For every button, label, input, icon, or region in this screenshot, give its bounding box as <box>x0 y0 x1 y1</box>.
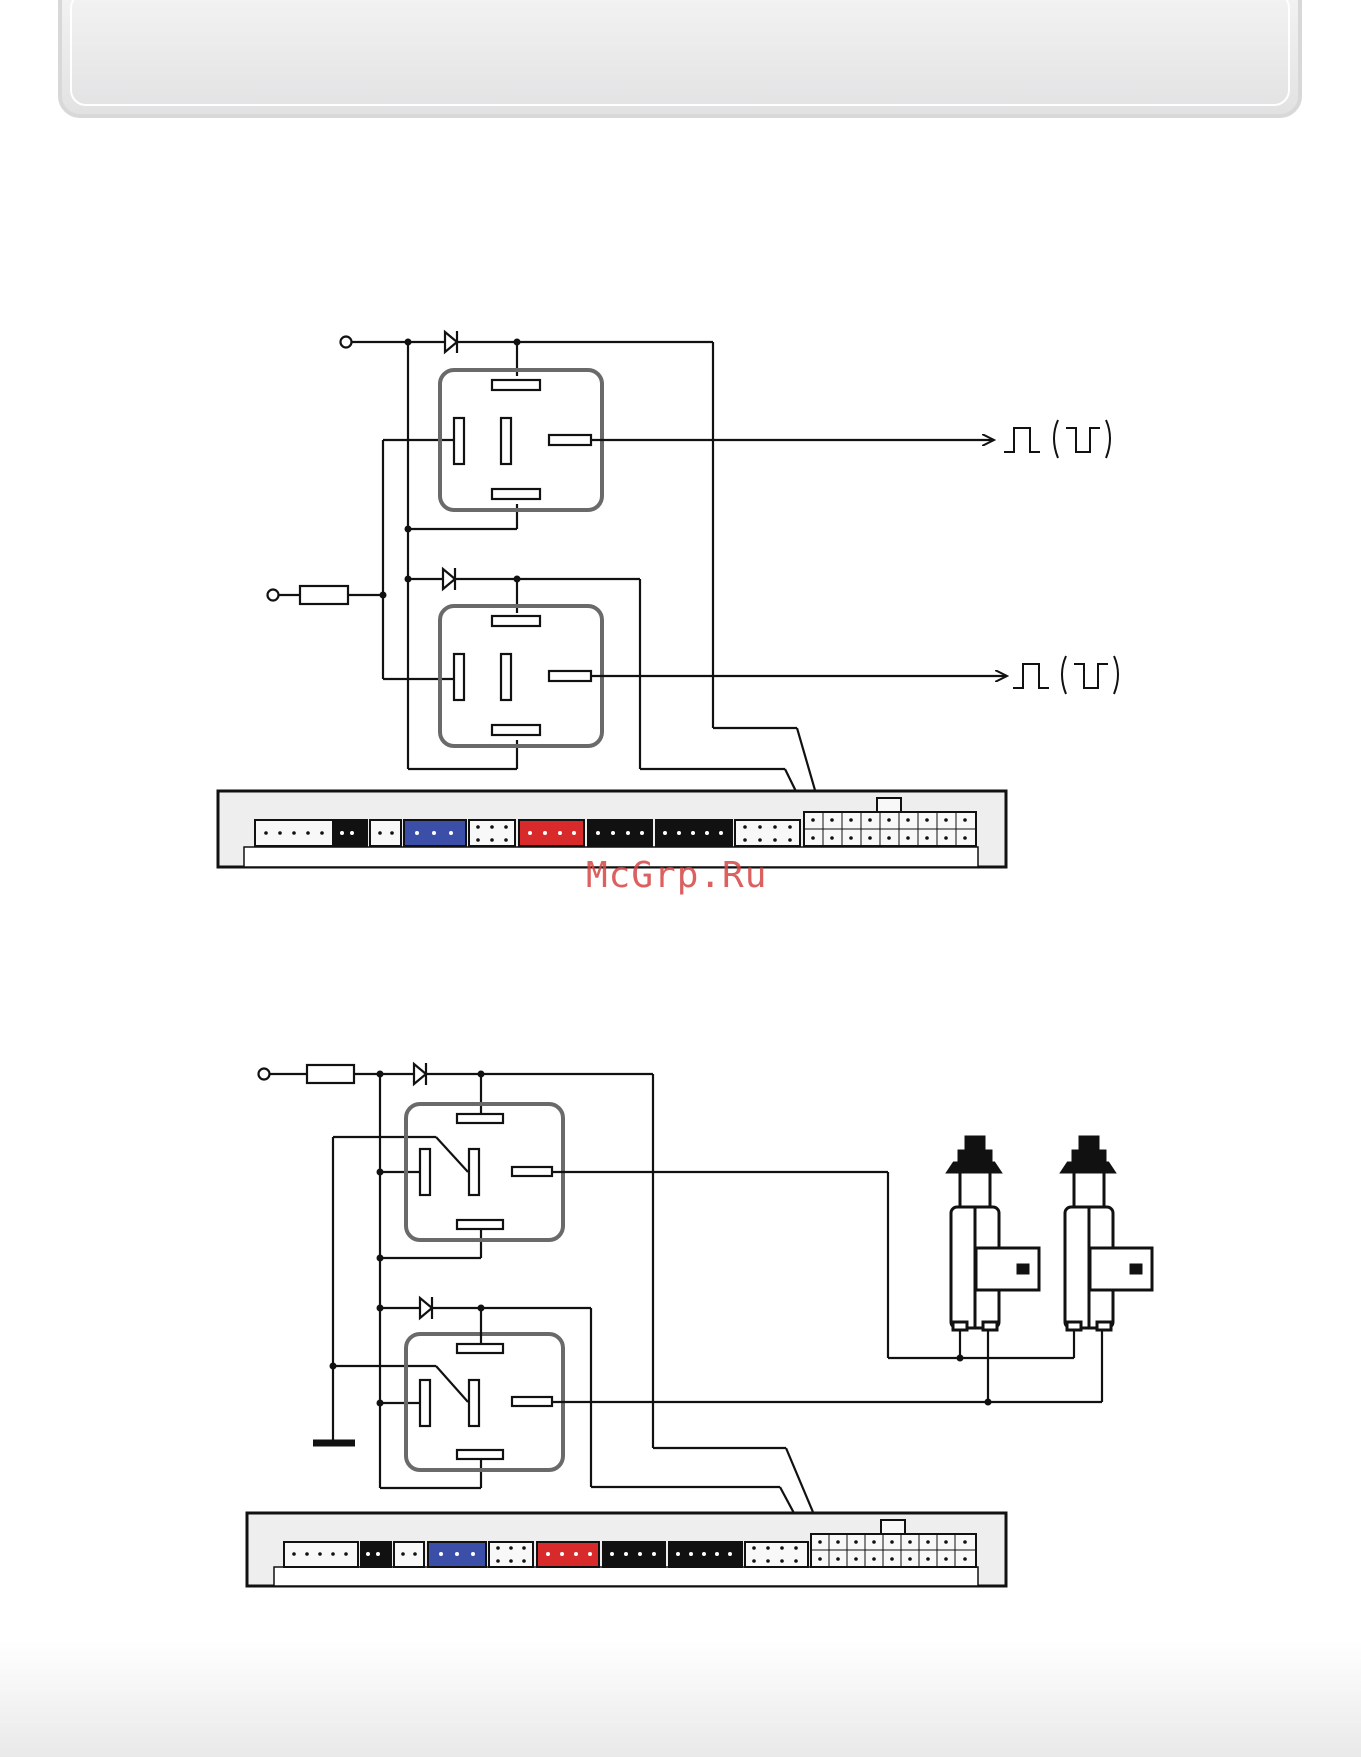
fuse-icon <box>300 586 348 604</box>
top-diagram <box>268 331 1119 842</box>
diode-icon <box>420 1297 432 1319</box>
positive-pulse-icon <box>1004 428 1040 452</box>
fuse-icon <box>307 1065 354 1083</box>
diode-icon <box>414 1063 426 1085</box>
watermark: McGrp.Ru <box>586 855 767 896</box>
door-lock-actuator-icon <box>1062 1137 1152 1330</box>
relay-3-icon <box>406 1104 563 1240</box>
control-unit-connector-bottom <box>247 1513 1006 1586</box>
supply-terminal-icon <box>259 1069 270 1080</box>
supply-terminal-icon <box>268 590 279 601</box>
diode-icon <box>445 331 457 353</box>
relay-1-icon <box>440 370 602 510</box>
negative-pulse-icon <box>1062 656 1118 694</box>
supply-terminal-icon <box>341 337 352 348</box>
junction-dots <box>380 339 521 599</box>
diode-icon <box>443 568 455 590</box>
door-lock-actuator-icon <box>948 1137 1039 1330</box>
relay-4-icon <box>406 1334 563 1470</box>
positive-pulse-icon <box>1013 664 1049 688</box>
relay-2-icon <box>440 606 602 746</box>
negative-pulse-icon <box>1054 420 1110 458</box>
